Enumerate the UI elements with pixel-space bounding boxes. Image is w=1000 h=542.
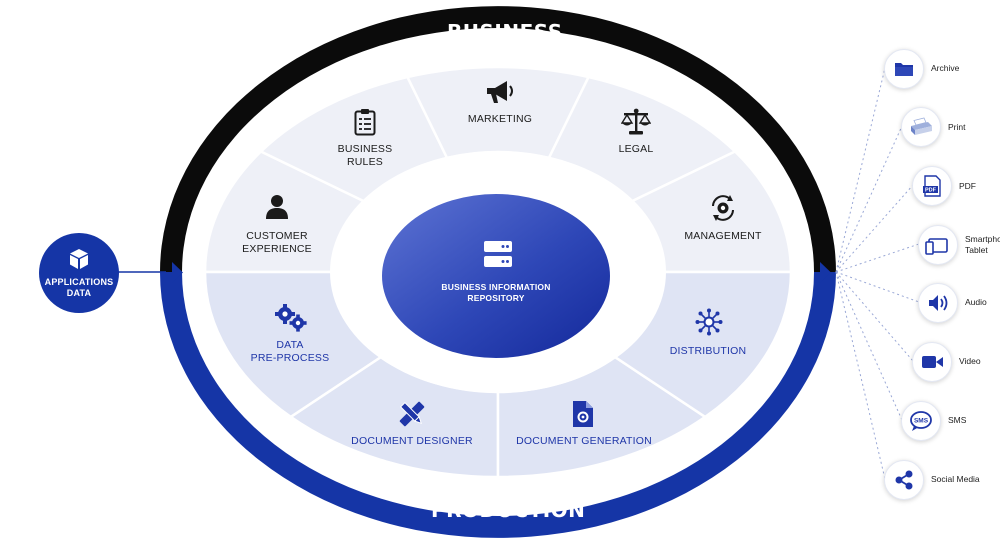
- speaker-icon: [929, 295, 948, 311]
- svg-text:PDF: PDF: [925, 188, 937, 194]
- production-title: PRODUCTION: [431, 498, 586, 522]
- network-icon: [695, 308, 723, 336]
- output-connector-6: [835, 271, 914, 362]
- output-pdf[interactable]: PDF: [912, 166, 952, 206]
- output-tablet-label: Tablet: [965, 245, 988, 255]
- share-icon: [895, 470, 913, 490]
- segment-legal[interactable]: LEGAL: [586, 143, 686, 156]
- data-pre-process-line1: DATA: [276, 339, 304, 351]
- marketing-label: MARKETING: [467, 113, 533, 125]
- output-smartphone-tablet-label: Smartphone Tablet: [965, 234, 1000, 256]
- business-information-repository-hub[interactable]: [382, 194, 610, 358]
- video-camera-icon: [922, 356, 943, 368]
- hub-label-line1: BUSINESS INFORMATION: [441, 282, 551, 292]
- printer-icon: [911, 117, 932, 135]
- output-connector-5: [835, 271, 920, 303]
- business-rules-line1: BUSINESS: [337, 143, 393, 155]
- business-rules-line2: RULES: [346, 156, 383, 168]
- segment-marketing[interactable]: MARKETING: [450, 113, 550, 126]
- pdf-file-icon: PDF: [923, 175, 941, 197]
- applications-data-node[interactable]: [39, 233, 119, 313]
- document-gear-icon: [572, 400, 594, 428]
- output-print[interactable]: [901, 107, 941, 147]
- output-connector-8: [835, 271, 886, 480]
- applications-data-label: APPLICATIONS DATA: [39, 277, 119, 299]
- document-designer-label: DOCUMENT DESIGNER: [351, 435, 473, 447]
- cube-icon: [67, 247, 91, 271]
- segment-ring: [203, 65, 793, 479]
- segment-distribution[interactable]: DISTRIBUTION: [658, 345, 758, 358]
- output-arrow-marker: [820, 262, 831, 283]
- output-connector-3: [835, 184, 914, 273]
- output-connector-7: [835, 271, 903, 421]
- svg-text:SMS: SMS: [914, 418, 929, 425]
- segment-business-rules[interactable]: BUSINESS RULES: [315, 143, 415, 169]
- output-audio-label: Audio: [965, 297, 987, 307]
- segment-management[interactable]: MANAGEMENT: [673, 230, 773, 243]
- output-sms-label: SMS: [948, 415, 967, 425]
- input-arrow-marker: [172, 262, 183, 283]
- megaphone-icon: [485, 78, 517, 106]
- output-archive[interactable]: [884, 49, 924, 89]
- business-title: BUSINESS: [447, 20, 563, 44]
- segment-document-generation[interactable]: DOCUMENT GENERATION: [514, 435, 654, 448]
- output-print-label: Print: [948, 122, 966, 132]
- output-connector-1: [835, 67, 886, 273]
- hub-label: BUSINESS INFORMATION REPOSITORY: [416, 282, 576, 304]
- output-social-media-label: Social Media: [931, 474, 980, 484]
- gear-cycle-icon: [709, 194, 737, 222]
- distribution-label: DISTRIBUTION: [669, 345, 747, 357]
- folder-icon: [895, 63, 913, 76]
- legal-label: LEGAL: [618, 143, 654, 155]
- output-archive-label: Archive: [931, 63, 960, 73]
- output-video[interactable]: [912, 342, 952, 382]
- sms-bubble-icon: SMS: [910, 411, 932, 431]
- output-connector-2: [835, 125, 903, 273]
- segment-data-pre-process[interactable]: DATA PRE-PROCESS: [240, 339, 340, 365]
- output-social-media[interactable]: [884, 460, 924, 500]
- user-icon: [265, 194, 289, 220]
- customer-experience-line1: CUSTOMER: [246, 230, 308, 242]
- segment-document-designer[interactable]: DOCUMENT DESIGNER: [347, 435, 477, 448]
- output-audio[interactable]: [918, 283, 958, 323]
- segment-customer-experience[interactable]: CUSTOMER EXPERIENCE: [227, 230, 327, 256]
- output-smartphone-tablet[interactable]: [918, 225, 958, 265]
- server-icon: [483, 239, 513, 269]
- output-smartphone-label: Smartphone: [965, 234, 1000, 244]
- hub-label-line2: REPOSITORY: [467, 293, 525, 303]
- pencil-ruler-icon: [398, 400, 426, 428]
- output-pdf-label: PDF: [959, 181, 976, 191]
- customer-experience-line2: EXPERIENCE: [242, 243, 312, 255]
- applications-data-line1: APPLICATIONS: [44, 277, 114, 287]
- clipboard-icon: [354, 108, 376, 136]
- devices-icon: [925, 238, 948, 255]
- output-connector-4: [835, 243, 920, 273]
- output-video-label: Video: [959, 356, 981, 366]
- data-pre-process-line2: PRE-PROCESS: [250, 352, 330, 364]
- output-connector-lines: [835, 67, 920, 480]
- scales-icon: [620, 108, 652, 136]
- applications-data-line2: DATA: [66, 288, 92, 298]
- management-label: MANAGEMENT: [684, 230, 762, 242]
- output-sms[interactable]: SMS: [901, 401, 941, 441]
- document-generation-label: DOCUMENT GENERATION: [516, 435, 652, 447]
- gears-icon: [274, 304, 308, 332]
